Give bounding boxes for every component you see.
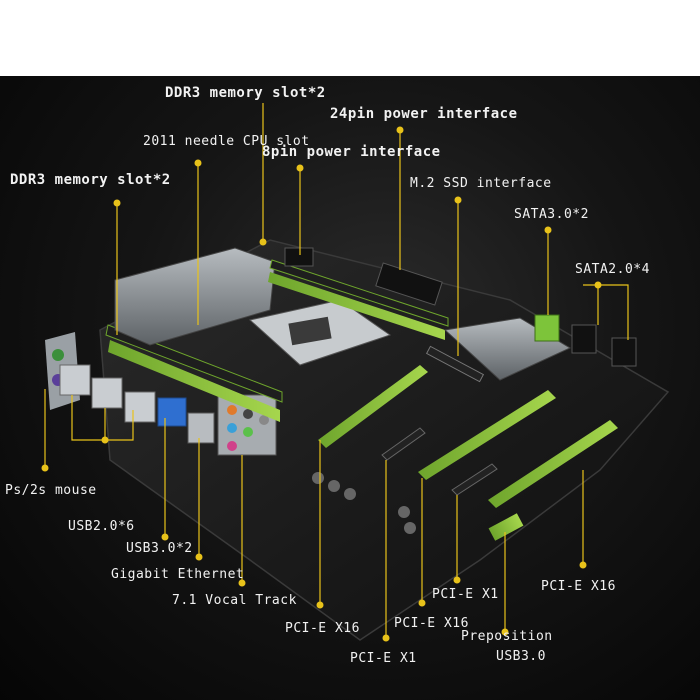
usb3-port bbox=[157, 397, 187, 427]
white-margin bbox=[0, 0, 700, 76]
pcie-x1-slot-1 bbox=[381, 427, 426, 461]
callout-dots bbox=[41, 126, 602, 642]
capacitors bbox=[312, 472, 416, 534]
label-8pin-power: 8pin power interface bbox=[262, 144, 441, 160]
ethernet-port bbox=[187, 412, 215, 444]
sata2-ports bbox=[571, 324, 597, 354]
label-gigabit-ethernet: Gigabit Ethernet bbox=[111, 567, 245, 582]
label-pcie-x1-b: PCI-E X1 bbox=[432, 587, 499, 602]
usb3-front-header bbox=[488, 513, 524, 541]
pcie-x16-slot-3 bbox=[488, 420, 618, 508]
ddr3-slot-top bbox=[268, 272, 445, 340]
power-24pin bbox=[375, 262, 443, 306]
label-m2-ssd: M.2 SSD interface bbox=[410, 176, 552, 191]
label-ddr3-left: DDR3 memory slot*2 bbox=[10, 172, 171, 188]
pcie-x1-slot-2 bbox=[451, 463, 498, 496]
label-pcie-x1-a: PCI-E X1 bbox=[350, 651, 417, 666]
label-usb30-front: USB3.0 bbox=[496, 649, 546, 664]
usb2-port bbox=[59, 364, 91, 396]
ps2-port bbox=[52, 349, 64, 361]
label-preposition: Preposition bbox=[461, 629, 553, 644]
label-usb30: USB3.0*2 bbox=[126, 541, 193, 556]
label-ps2-mouse: Ps/2s mouse bbox=[5, 483, 97, 498]
label-audio: 7.1 Vocal Track bbox=[172, 593, 297, 608]
label-24pin-power: 24pin power interface bbox=[330, 106, 518, 122]
label-cpu-slot: 2011 needle CPU slot bbox=[143, 134, 310, 149]
sata3-ports bbox=[534, 314, 560, 342]
label-pcie-x16-b: PCI-E X16 bbox=[394, 616, 469, 631]
pcie-x16-slot-1 bbox=[318, 365, 428, 448]
ddr3-slot-left bbox=[108, 340, 280, 422]
label-ddr3-top: DDR3 memory slot*2 bbox=[165, 85, 326, 101]
power-8pin bbox=[284, 247, 314, 267]
vrm-heatsink bbox=[114, 247, 276, 346]
m2-slot bbox=[425, 345, 485, 383]
pcie-x16-slot-2 bbox=[418, 390, 556, 480]
label-sata3: SATA3.0*2 bbox=[514, 207, 589, 222]
label-sata2: SATA2.0*4 bbox=[575, 262, 650, 277]
label-pcie-x16-c: PCI-E X16 bbox=[541, 579, 616, 594]
label-pcie-x16-a: PCI-E X16 bbox=[285, 621, 360, 636]
label-usb20: USB2.0*6 bbox=[68, 519, 135, 534]
